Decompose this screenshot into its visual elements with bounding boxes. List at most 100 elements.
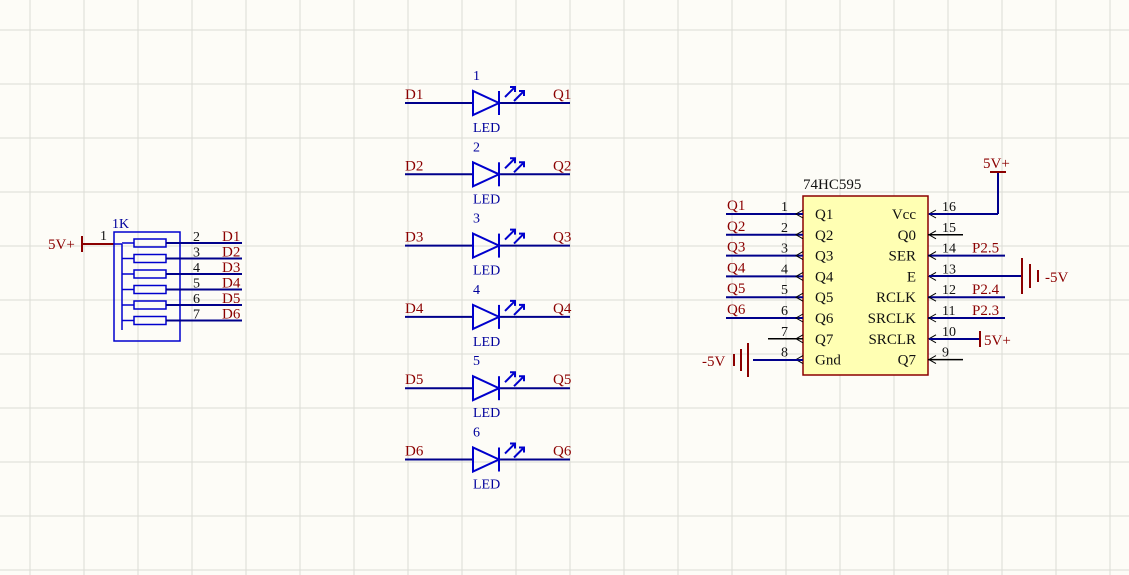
chip-pin-label: Q1 — [815, 207, 833, 223]
chip-pin-label: RCLK — [876, 290, 916, 306]
diode-triangle — [472, 303, 502, 331]
led-label: LED — [473, 406, 500, 421]
chip-pin-number: 2 — [781, 221, 788, 236]
light-arrow — [513, 446, 525, 459]
chip-pin-number: 1 — [781, 200, 788, 215]
led-output-net: Q2 — [553, 158, 571, 174]
chip-pin-label: Q4 — [815, 269, 834, 285]
light-arrow — [513, 90, 525, 102]
resistor-element — [133, 284, 167, 295]
led-input-net: D6 — [405, 444, 424, 460]
chip-pin-number: 15 — [942, 221, 956, 236]
diode-triangle — [472, 160, 502, 188]
chip-pin-number: 4 — [781, 262, 788, 277]
chip-pin-number: 3 — [781, 242, 788, 257]
chip-pin-net: Q5 — [727, 281, 745, 297]
resistor-element — [133, 253, 167, 264]
light-arrow — [504, 86, 516, 98]
light-arrow — [504, 299, 516, 312]
led-input-net: D2 — [405, 158, 423, 174]
diode-triangle — [472, 232, 502, 260]
ground-left-symbol — [733, 343, 749, 377]
rpack-pin-number: 6 — [193, 292, 200, 307]
rpack-pin-number: 7 — [193, 308, 200, 323]
led-input-net: D5 — [405, 372, 423, 388]
chip-pin-net: P2.4 — [972, 282, 1000, 298]
rpack-pin-number: 4 — [193, 261, 200, 276]
chip-pin-number: 13 — [942, 262, 956, 277]
light-arrow — [504, 228, 516, 241]
chip-pin-net: Q6 — [727, 302, 746, 318]
chip-pin-label: SRCLK — [868, 311, 917, 327]
led-output-net: Q3 — [553, 230, 571, 246]
led-index: 6 — [473, 426, 480, 441]
rpack-supply-label: 5V+ — [48, 237, 75, 253]
chip-pin-label: Q7 — [898, 353, 917, 369]
chip-pin-9[interactable]: 9 Q7 — [898, 346, 963, 369]
chip-pin-label: Q7 — [815, 332, 834, 348]
rpack-net-label: D1 — [222, 229, 240, 245]
chip-pin-number: 9 — [942, 346, 949, 361]
resistor-element — [133, 269, 167, 279]
led-input-net: D4 — [405, 301, 424, 317]
rpack-body — [113, 231, 181, 342]
chip-pin-11[interactable]: 11 SRCLK P2.3 — [868, 303, 1005, 327]
light-arrow — [504, 371, 516, 383]
resistor-element — [133, 300, 167, 310]
chip-pin-net: P2.3 — [972, 303, 999, 319]
chip-pin-label: Vcc — [892, 207, 916, 223]
vcc-net-label: 5V+ — [983, 156, 1010, 172]
chip-pin-label: E — [907, 269, 916, 285]
chip-pin-number: 11 — [942, 304, 955, 319]
rpack-pin-number: 5 — [193, 277, 200, 292]
led-input-net: D1 — [405, 87, 423, 103]
chip-pin-net: P2.5 — [972, 241, 999, 257]
rpack-resistor-4: 4 D3 — [122, 260, 242, 279]
chip-pin-label: SER — [888, 249, 916, 265]
gnd-net-label: -5V — [702, 354, 725, 370]
light-arrow — [513, 303, 525, 316]
led-index: 2 — [473, 140, 480, 155]
led-label: LED — [473, 121, 500, 136]
resistor-pack-value: 1K — [112, 217, 129, 232]
chip-pin-number: 10 — [942, 325, 956, 340]
rpack-net-label: D6 — [222, 307, 241, 323]
chip-pin-label: Gnd — [815, 353, 841, 369]
led-label: LED — [473, 264, 500, 279]
rpack-net-label: D3 — [222, 260, 240, 276]
srclr-net-label: 5V+ — [984, 333, 1011, 349]
light-arrow — [513, 375, 525, 387]
resistor-element — [133, 315, 167, 326]
chip-pin-number: 8 — [781, 346, 788, 361]
chip-pin-label: Q6 — [815, 311, 834, 327]
led-label: LED — [473, 335, 500, 350]
led-output-net: Q4 — [553, 301, 572, 317]
ground-right-symbol — [1021, 258, 1039, 294]
chip-pin-number: 6 — [781, 304, 788, 319]
rpack-common-pin: 1 — [100, 229, 107, 244]
